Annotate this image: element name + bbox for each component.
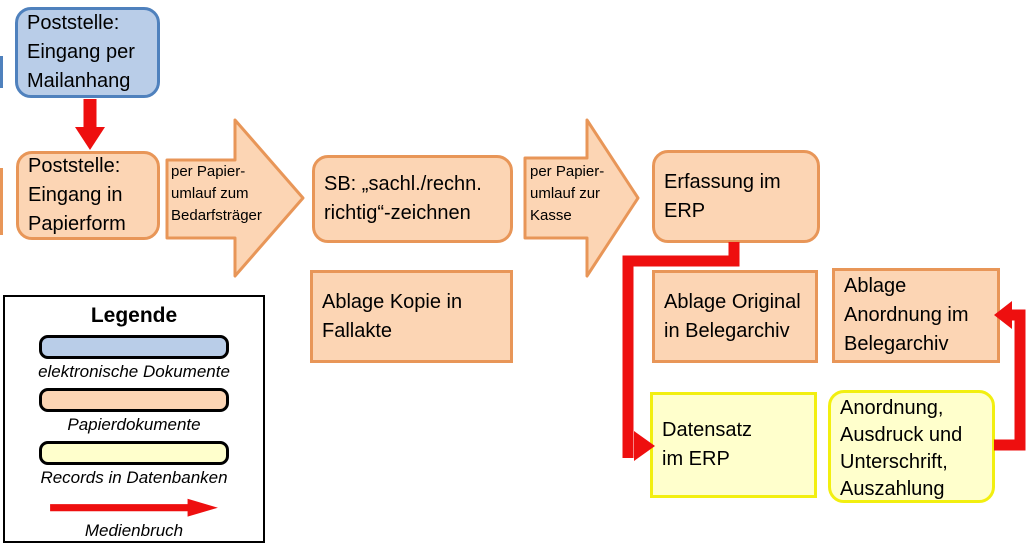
legend: Legende elektronische Dokumente Papierdo… xyxy=(3,295,265,543)
clipped-paper-shape-edge xyxy=(0,168,3,235)
clipped-electronic-shape-edge xyxy=(0,56,3,88)
legend-label-electronic-documents: elektronische Dokumente xyxy=(38,361,230,381)
block-arrow-label-kasse: per Papier- umlauf zur Kasse xyxy=(530,163,605,224)
legend-label-medienbruch: Medienbruch xyxy=(84,521,184,540)
legend-label-paper-documents: Papierdokumente xyxy=(67,414,201,434)
node-anordnung-auszahlung: Anordnung, Ausdruck und Unterschrift, Au… xyxy=(828,390,995,503)
node-ablage-original-belegarchiv: Ablage Original in Belegarchiv xyxy=(652,270,818,363)
legend-label-database-records: Records in Datenbanken xyxy=(40,467,228,487)
node-poststelle-papierform: Poststelle: Eingang in Papierform xyxy=(16,151,160,240)
node-erfassung-erp: Erfassung im ERP xyxy=(652,150,820,243)
legend-medienbruch-arrow-icon xyxy=(50,498,218,517)
block-arrow-right-icon xyxy=(523,118,640,278)
medienbruch-arrow-down-icon xyxy=(75,99,105,150)
legend-swatch-database-records xyxy=(39,440,229,465)
legend-title: Legende xyxy=(90,304,178,327)
node-ablage-kopie-fallakte: Ablage Kopie in Fallakte xyxy=(310,270,513,363)
block-arrow-label-bedarfstraeger: per Papier- umlauf zum Bedarfsträger xyxy=(171,163,262,224)
node-datensatz-erp: Datensatz im ERP xyxy=(650,392,817,498)
block-arrow-right-icon xyxy=(165,118,305,278)
legend-swatch-paper-documents xyxy=(39,387,229,412)
legend-swatch-electronic-documents xyxy=(39,335,229,359)
node-sb-zeichnen: SB: „sachl./rechn. richtig“-zeichnen xyxy=(312,155,513,243)
node-poststelle-mailanhang: Poststelle: Eingang per Mailanhang xyxy=(15,7,160,98)
node-ablage-anordnung-belegarchiv: Ablage Anordnung im Belegarchiv xyxy=(832,268,1000,363)
